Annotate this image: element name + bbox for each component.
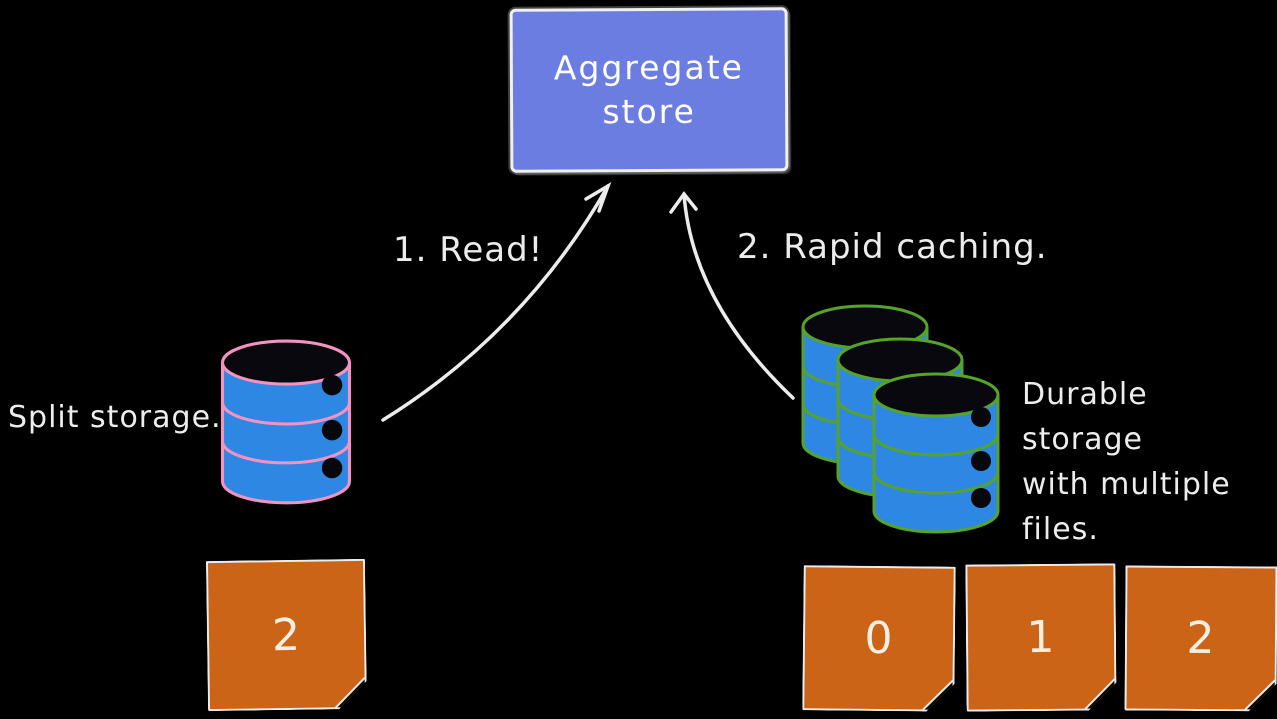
indicator-dots — [321, 374, 343, 479]
front-database — [872, 372, 1000, 534]
sticky-note-file-0: 0 — [802, 565, 956, 712]
folded-corner-icon — [335, 677, 367, 709]
cylinder-top — [220, 339, 352, 386]
note-number: 0 — [864, 612, 894, 665]
sticky-note-snapshot: 2 — [206, 559, 367, 711]
single-database-icon — [220, 339, 352, 505]
note-number: 2 — [1186, 612, 1216, 665]
sticky-note-file-1: 1 — [965, 563, 1116, 711]
note-number: 2 — [271, 609, 302, 661]
aggregate-store-label: Aggregate store — [553, 47, 744, 132]
caching-arrow — [669, 191, 795, 400]
arrowhead-icon — [669, 191, 698, 214]
indicator-dots — [971, 407, 991, 508]
folded-corner-icon — [1084, 678, 1116, 710]
caching-arrow-label: 2. Rapid caching. — [737, 227, 1048, 267]
folded-corner-icon — [922, 679, 954, 711]
aggregate-store-box: Aggregate store — [509, 7, 789, 173]
note-number: 1 — [1026, 611, 1056, 664]
stacked-databases-icon — [801, 304, 1000, 534]
sticky-note-file-2: 2 — [1124, 565, 1277, 711]
right-storage-caption: Durable storage with multiple files. — [1022, 377, 1231, 547]
left-storage-caption: Split storage. — [8, 400, 222, 435]
read-arrow — [381, 182, 612, 422]
read-arrow-label: 1. Read! — [393, 230, 544, 270]
folded-corner-icon — [1244, 679, 1276, 711]
arrowhead-icon — [584, 182, 612, 213]
